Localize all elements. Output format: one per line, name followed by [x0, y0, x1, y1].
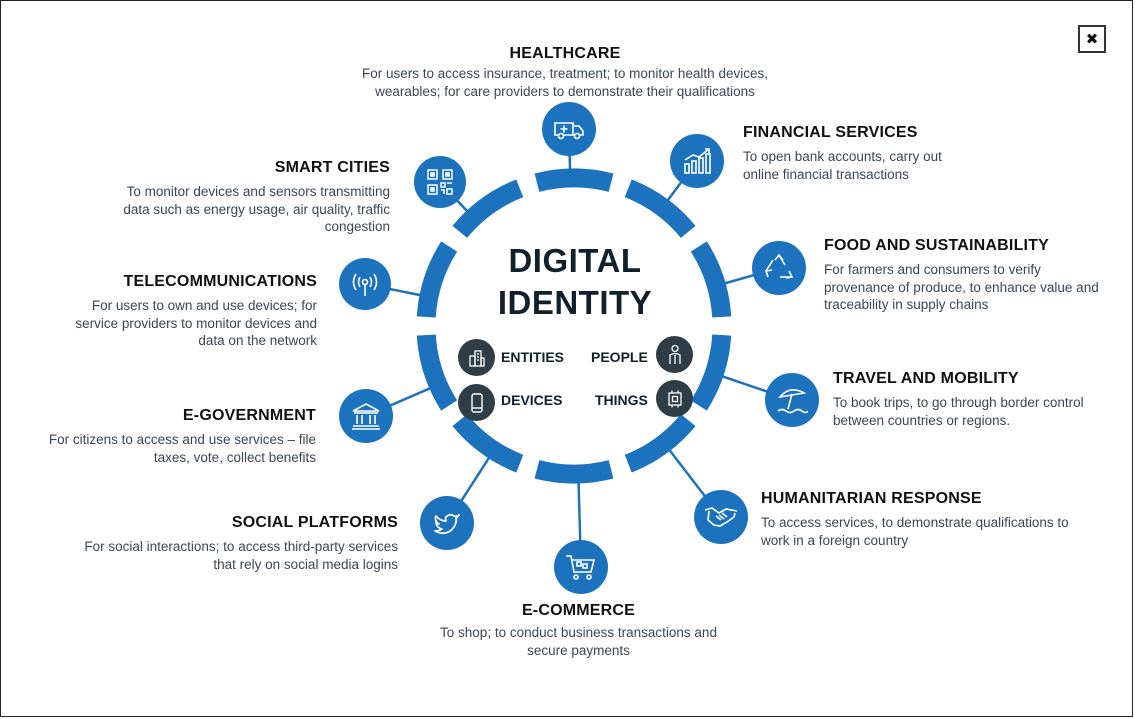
title-line-2: IDENTITY — [497, 284, 653, 321]
sector-social-platforms: SOCIAL PLATFORMS For social interactions… — [62, 514, 398, 573]
sector-description: To monitor devices and sensors transmitt… — [123, 184, 390, 234]
sector-description: For users to access insurance, treatment… — [362, 66, 768, 99]
sector-description: For users to own and use devices; for se… — [75, 298, 317, 348]
sector-description: To access services, to demonstrate quali… — [761, 515, 1069, 548]
shopping-cart-icon — [554, 540, 608, 594]
sector-humanitarian-response: HUMANITARIAN RESPONSE To access services… — [761, 490, 1091, 549]
sector-title: E-COMMERCE — [521, 602, 636, 619]
ring-segments — [416, 168, 732, 484]
core-label-devices: DEVICES — [501, 392, 563, 408]
sector-description: To book trips, to go through border cont… — [833, 395, 1084, 428]
core-label-things: THINGS — [595, 392, 648, 408]
smartphone-icon — [458, 384, 495, 421]
sector-title: SOCIAL PLATFORMS — [231, 514, 398, 531]
handshake-icon — [694, 490, 748, 544]
ring-segment — [690, 334, 732, 411]
sector-description: For citizens to access and use services … — [48, 432, 316, 465]
sector-financial-services: FINANCIAL SERVICES To open bank accounts… — [743, 124, 978, 183]
sector-e-government: E-GOVERNMENT For citizens to access and … — [22, 407, 316, 466]
sector-title: FOOD AND SUSTAINABILITY — [824, 237, 1050, 254]
sector-title: TELECOMMUNICATIONS — [123, 273, 317, 290]
sector-title: E-GOVERNMENT — [182, 407, 316, 424]
sector-title: SMART CITIES — [274, 159, 390, 176]
sector-description: For farmers and consumers to verify prov… — [824, 262, 1099, 312]
government-building-icon — [339, 389, 393, 443]
qr-code-icon — [414, 156, 466, 208]
sector-description: For social interactions; to access third… — [84, 539, 398, 572]
chip-icon — [656, 380, 693, 417]
ring-segment — [416, 241, 458, 318]
sector-travel-and-mobility: TRAVEL AND MOBILITY To book trips, to go… — [833, 370, 1108, 429]
sector-title: HEALTHCARE — [509, 45, 621, 62]
ambulance-icon — [542, 102, 596, 156]
person-icon — [656, 336, 693, 373]
antenna-icon — [339, 258, 391, 310]
ring-segment — [624, 413, 696, 473]
sector-description: To open bank accounts, carry out online … — [743, 149, 942, 182]
sector-smart-cities: SMART CITIES To monitor devices and sens… — [110, 159, 390, 236]
ring-segment — [452, 413, 524, 473]
sector-healthcare: HEALTHCARE For users to access insurance… — [350, 45, 780, 100]
building-icon — [458, 339, 495, 376]
sector-description: To shop; to conduct business transaction… — [440, 625, 717, 658]
ring-segment — [624, 179, 696, 239]
ring-segment — [690, 241, 732, 318]
ring-segment — [452, 179, 524, 239]
ring-segment — [416, 334, 458, 411]
ring-segment — [534, 460, 614, 484]
core-label-people: PEOPLE — [591, 349, 648, 365]
bird-icon — [420, 496, 474, 550]
ring-segment — [534, 168, 614, 192]
sector-title: FINANCIAL SERVICES — [743, 124, 918, 141]
close-button[interactable]: ✖ — [1078, 25, 1106, 53]
title-line-1: DIGITAL — [508, 242, 642, 279]
sector-food-and-sustainability: FOOD AND SUSTAINABILITY For farmers and … — [824, 237, 1099, 314]
chart-icon — [670, 134, 724, 188]
sector-e-commerce: E-COMMERCE To shop; to conduct business … — [436, 602, 721, 659]
diagram-title: DIGITAL IDENTITY — [470, 240, 680, 324]
recycle-icon — [752, 241, 806, 295]
sector-telecommunications: TELECOMMUNICATIONS For users to own and … — [52, 273, 317, 350]
beach-umbrella-icon — [765, 373, 819, 427]
core-label-entities: ENTITIES — [501, 349, 565, 365]
sector-title: TRAVEL AND MOBILITY — [833, 370, 1019, 387]
sector-title: HUMANITARIAN RESPONSE — [761, 490, 982, 507]
close-icon: ✖ — [1085, 30, 1099, 48]
